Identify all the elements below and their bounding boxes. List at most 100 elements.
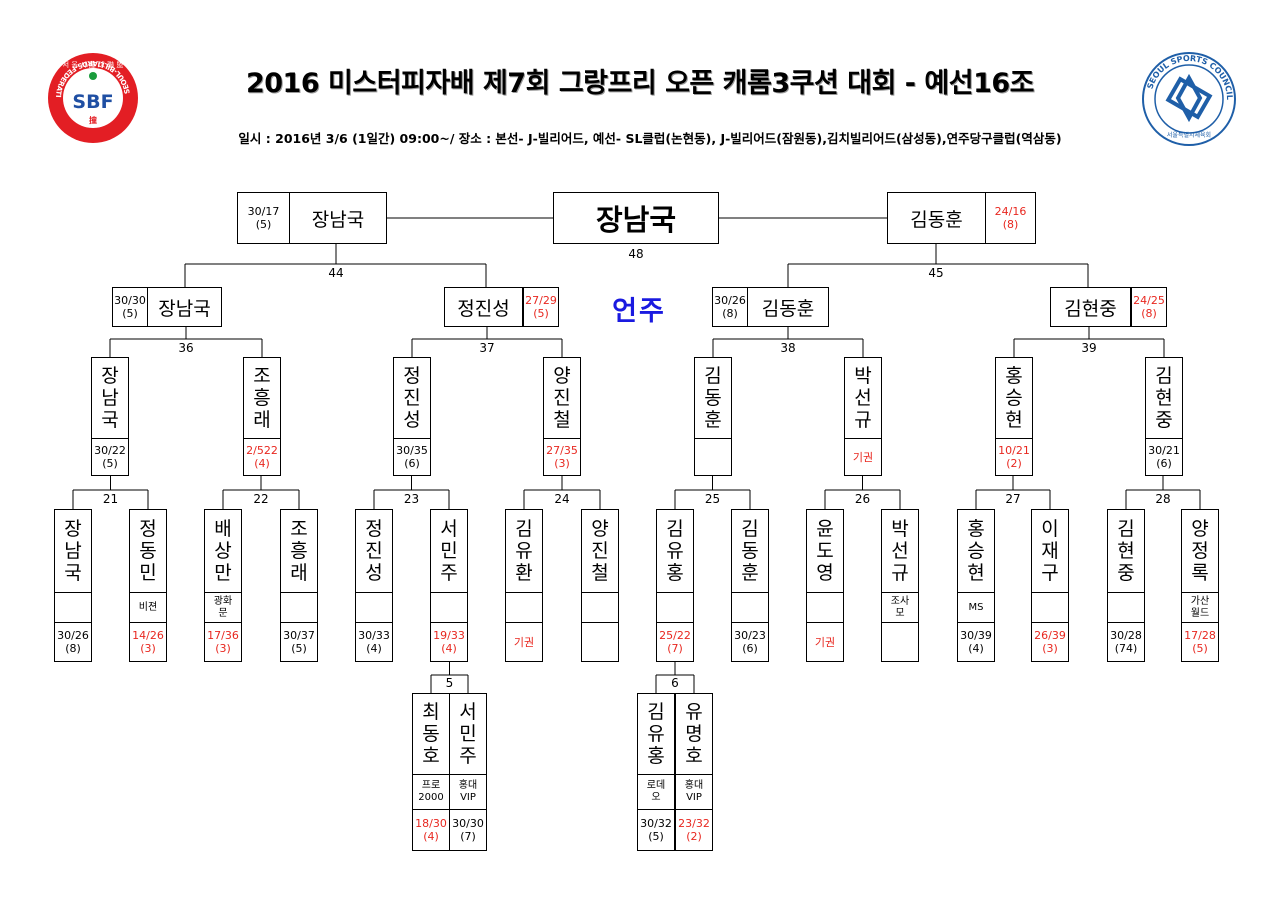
name-char: 양 — [591, 518, 609, 540]
name-char: 유 — [647, 723, 665, 745]
inning-value: (5) — [533, 307, 549, 320]
score-value: 30/32 — [640, 817, 672, 830]
score-cell: 27/35(3) — [543, 438, 581, 476]
score-value: 30/37 — [283, 629, 315, 642]
club-cell — [355, 592, 393, 623]
inning-value: (4) — [423, 830, 439, 843]
inning-value: (4) — [366, 642, 382, 655]
name-char: 장 — [101, 365, 119, 387]
club-line: 2000 — [418, 792, 444, 803]
score-cell: 30/26(8) — [54, 622, 92, 662]
match-number: 25 — [704, 492, 721, 506]
name-char: 유 — [666, 540, 684, 562]
inning-value: (8) — [1141, 307, 1157, 320]
score-cell: 18/30(4) — [412, 809, 450, 851]
name-char: 김 — [515, 518, 533, 540]
score-cell: 기권 — [844, 438, 882, 476]
name-char: 박 — [891, 518, 909, 540]
club-cell — [581, 592, 619, 623]
name-char: 동 — [704, 387, 722, 409]
match-number: 22 — [253, 492, 269, 506]
club-line: 조사 — [890, 595, 910, 607]
score-cell: 30/32(5) — [637, 809, 675, 851]
match-number: 38 — [780, 341, 796, 355]
score-cell: 19/33(4) — [430, 622, 468, 662]
club-cell: MS — [957, 592, 995, 623]
score-cell: 25/22(7) — [656, 622, 694, 662]
council-bottom-text: 서울특별시체육회 — [1167, 131, 1211, 139]
club-line: 월드 — [1190, 607, 1210, 619]
score-value: 30/30 — [452, 817, 484, 830]
club-line: 홍대 — [458, 780, 478, 791]
inning-value: (74) — [1114, 642, 1138, 655]
inning-value: (5) — [291, 642, 307, 655]
inning-value: (6) — [404, 457, 420, 470]
score-value: 30/17 — [247, 205, 280, 218]
score-cell — [581, 622, 619, 662]
name-char: 훈 — [741, 562, 759, 584]
score-cell: 2/522(4) — [243, 438, 281, 476]
name-char: 호 — [685, 745, 703, 767]
name-char: 래 — [290, 562, 308, 584]
inning-value: (2) — [1006, 457, 1022, 470]
name-char: 김 — [704, 365, 722, 387]
name-char: 영 — [816, 562, 834, 584]
name-char: 록 — [1191, 562, 1209, 584]
inning-value: (2) — [686, 830, 702, 843]
club-line: 모 — [895, 607, 905, 619]
name-char: 재 — [1041, 540, 1059, 562]
name-char: 구 — [1041, 562, 1059, 584]
score-value: 25/22 — [659, 629, 691, 642]
name-char: 선 — [891, 540, 909, 562]
score-cell: 24/16(8) — [985, 192, 1036, 244]
score-cell — [881, 622, 919, 662]
match-number: 48 — [628, 247, 644, 261]
club-line: 문 — [218, 607, 228, 619]
name-char: 홍 — [967, 518, 985, 540]
score-cell: 10/21(2) — [995, 438, 1033, 476]
quarterfinal-name: 김동훈 — [747, 287, 829, 327]
name-char: 만 — [214, 562, 232, 584]
match-number: 44 — [328, 266, 344, 280]
inning-value: (5) — [1192, 642, 1208, 655]
inning-value: (4) — [254, 457, 270, 470]
match-number: 36 — [178, 341, 194, 355]
venue-label: 언주 — [612, 296, 666, 327]
name-char: 이 — [1041, 518, 1059, 540]
score-value: 30/22 — [94, 444, 126, 457]
score-value: 30/26 — [57, 629, 89, 642]
name-char: 현 — [1117, 540, 1135, 562]
club-cell — [656, 592, 694, 623]
name-char: 정 — [139, 518, 157, 540]
page-title: 2016 미스터피자배 제7회 그랑프리 오픈 캐롬3쿠션 대회 - 예선16조 — [245, 68, 1035, 99]
name-char: 양 — [553, 365, 571, 387]
club-cell — [1031, 592, 1069, 623]
score-cell: 30/37(5) — [280, 622, 318, 662]
name-char: 김 — [666, 518, 684, 540]
match-number: 23 — [403, 492, 420, 506]
score-value: 27/29 — [525, 294, 557, 307]
score-cell: 26/39(3) — [1031, 622, 1069, 662]
inning-value: (5) — [255, 218, 272, 231]
score-cell — [694, 438, 732, 476]
name-char: 진 — [403, 387, 421, 409]
name-char: 주 — [459, 745, 477, 767]
name-char: 중 — [1117, 562, 1135, 584]
match-number: 27 — [1005, 492, 1021, 506]
name-char: 배 — [214, 518, 232, 540]
club-line: 광화 — [213, 595, 233, 607]
club-line: VIP — [460, 792, 476, 803]
